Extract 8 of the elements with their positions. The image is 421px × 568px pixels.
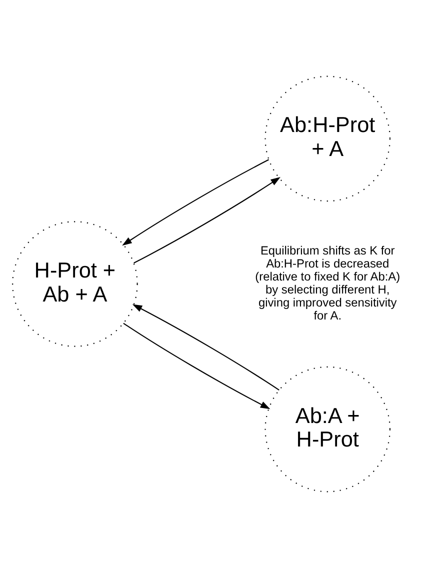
node-circle: Ab:A + H-Prot — [264, 366, 391, 492]
node-circle: Ab:H-Prot + A — [264, 76, 391, 202]
label: Equilibrium shifts as K for Ab:H-Prot is decreased (relative to fixed K for Ab:A) by selecting different H, giving improved sensitivity for A. — [255, 244, 400, 323]
arrow — [123, 322, 270, 410]
node-circle: H-Prot + Ab + A — [12, 221, 138, 347]
arrow — [134, 177, 280, 264]
arrow — [122, 159, 269, 246]
arrow — [132, 304, 280, 390]
